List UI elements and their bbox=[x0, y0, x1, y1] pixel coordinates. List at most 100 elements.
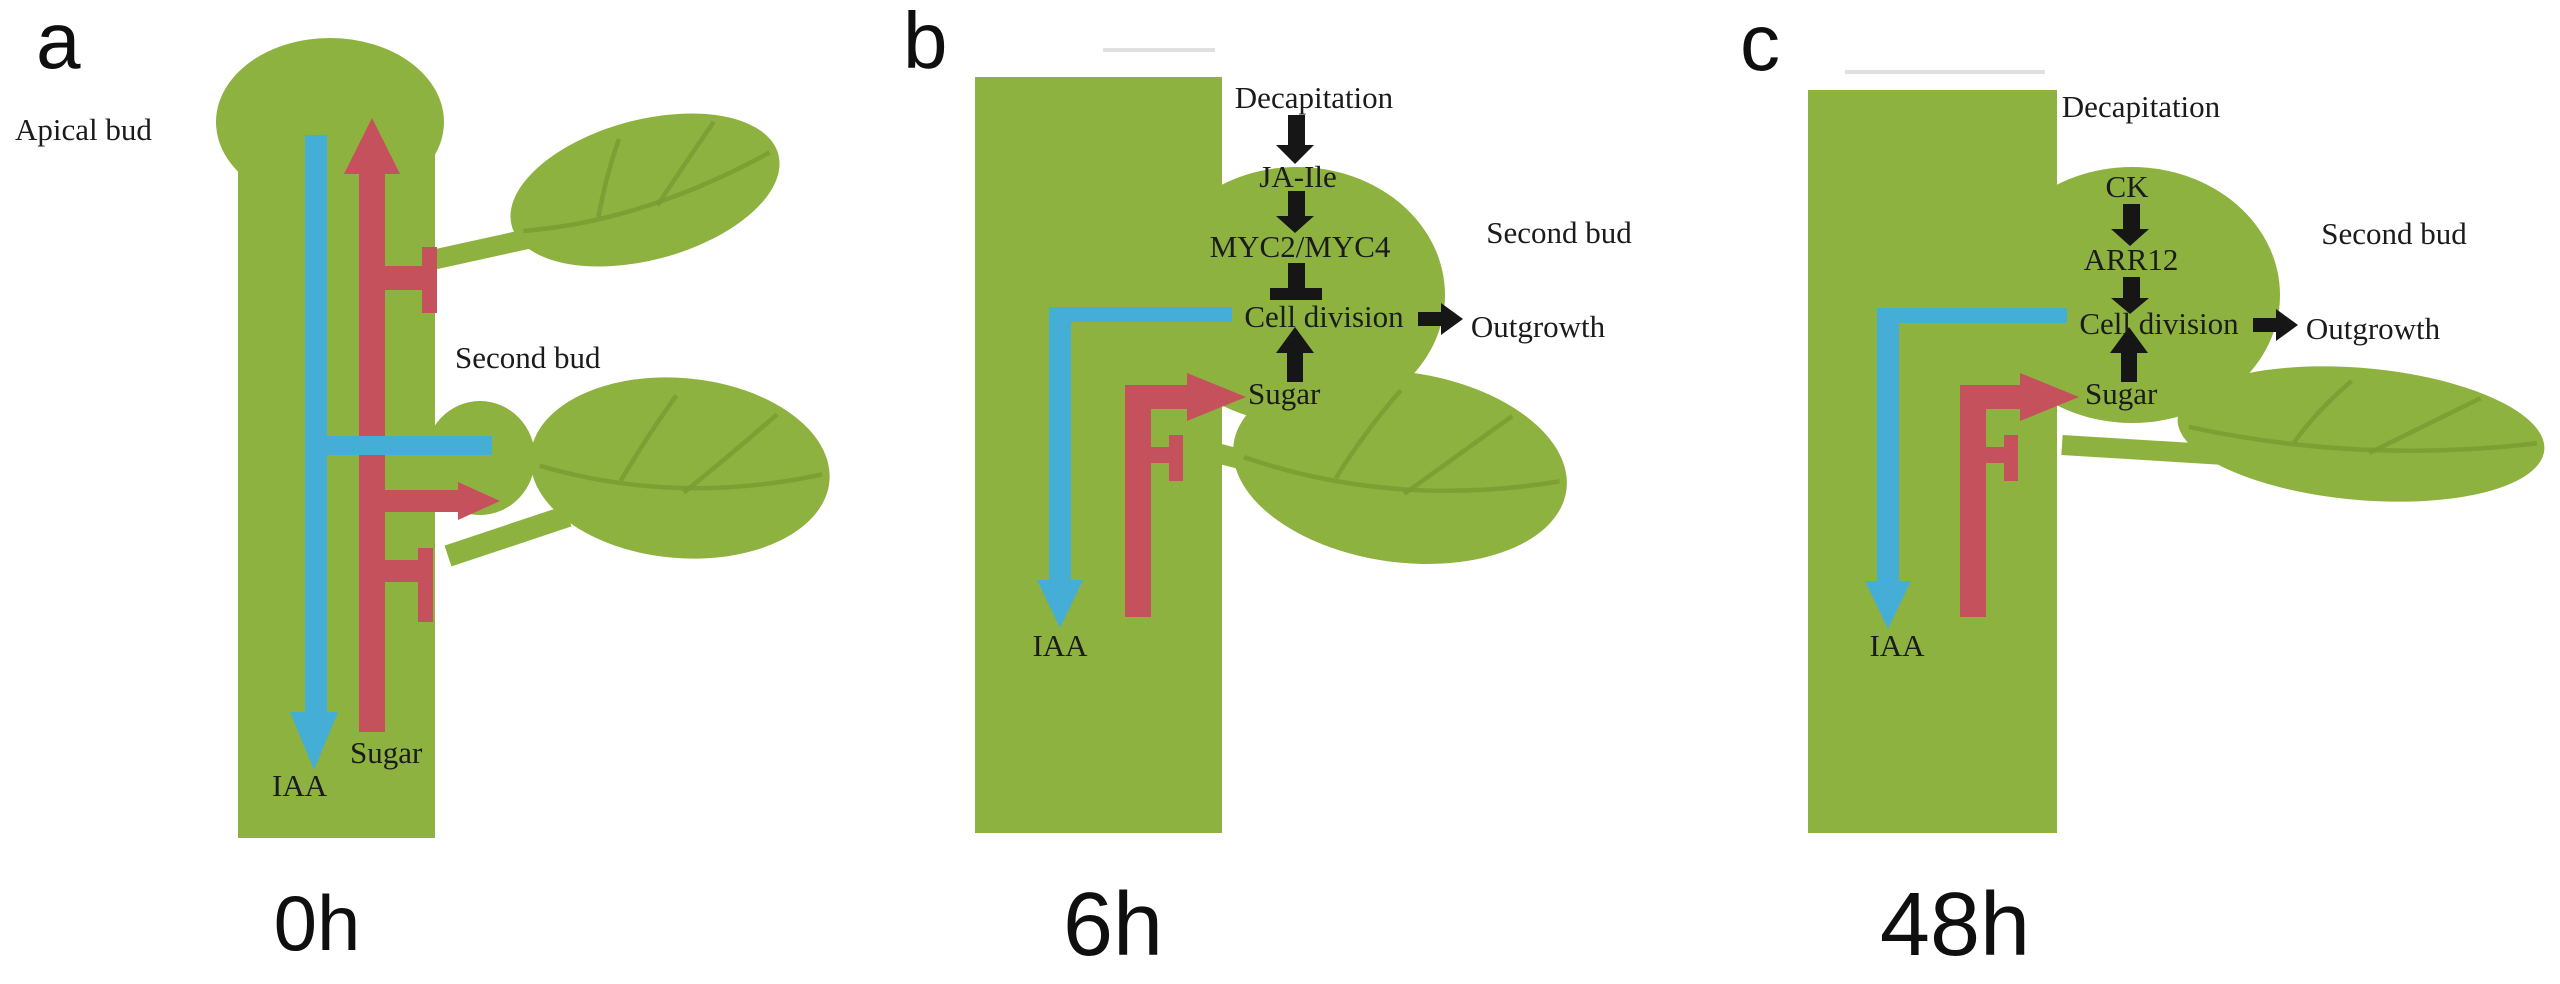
leaf-midrib-vein bbox=[2188, 424, 2538, 453]
sugar-branch-arrowhead bbox=[458, 482, 500, 520]
outgrowth-arrowhead bbox=[2276, 309, 2298, 341]
decapitation-label: Decapitation bbox=[1235, 80, 1394, 115]
time-label-b: 6h bbox=[1063, 875, 1163, 975]
activation-arrow-shaft bbox=[2123, 277, 2140, 299]
stem-shape bbox=[975, 77, 1222, 833]
sugar-up-arrowhead bbox=[344, 118, 400, 174]
sugar-to-celldivision-arrowhead bbox=[1276, 327, 1314, 353]
panel-a: a bbox=[15, 0, 830, 967]
auxin-flow-c bbox=[1865, 308, 2067, 629]
sugar-label: Sugar bbox=[1248, 376, 1321, 411]
outgrowth-arrowhead bbox=[1441, 303, 1463, 335]
petioles-a bbox=[429, 228, 572, 567]
sugar-stream bbox=[1125, 385, 1151, 617]
outgrowth-arrow-shaft bbox=[1418, 312, 1443, 326]
sugar-to-celldivision-shaft bbox=[2121, 351, 2137, 382]
sugar-branch-to-bud bbox=[385, 490, 458, 512]
auxin-branch-from-bud bbox=[1877, 308, 2067, 323]
panel-a-letter: a bbox=[36, 0, 81, 85]
leaf-side-vein bbox=[1333, 388, 1403, 480]
leaf-lower bbox=[530, 377, 830, 559]
signal2-label: MYC2/MYC4 bbox=[1210, 229, 1391, 264]
activation-arrowhead bbox=[2111, 298, 2149, 314]
apical-bud-label: Apical bud bbox=[15, 112, 152, 147]
auxin-stream bbox=[305, 135, 327, 715]
leaf bbox=[1233, 370, 1567, 564]
iaa-label: IAA bbox=[1032, 628, 1088, 663]
pathway-arrows-b bbox=[1270, 115, 1463, 382]
time-label-a: 0h bbox=[274, 879, 361, 967]
leaf-midrib-vein bbox=[539, 463, 823, 491]
sugar-blocked-bar bbox=[418, 548, 433, 622]
pathway-arrows-c bbox=[2110, 204, 2298, 382]
signal1-label: JA-Ile bbox=[1259, 159, 1336, 194]
iaa-label: IAA bbox=[272, 768, 328, 803]
auxin-down-arrowhead bbox=[1865, 581, 1911, 629]
inhibition-shaft bbox=[1288, 263, 1305, 289]
leaf-blade bbox=[530, 377, 830, 559]
outgrowth-label: Outgrowth bbox=[1471, 309, 1606, 344]
second-bud-label: Second bud bbox=[2321, 216, 2467, 251]
plant-a bbox=[216, 38, 535, 838]
inhibition-tbar bbox=[1270, 288, 1322, 300]
outgrowth-arrow-shaft bbox=[2253, 318, 2277, 332]
panel-c-letter: c bbox=[1740, 0, 1780, 87]
activation-arrowhead bbox=[2111, 229, 2149, 246]
sugar-blocked-bar bbox=[1169, 435, 1183, 481]
panel-b: b bbox=[903, 0, 1632, 975]
auxin-flow-b bbox=[1037, 307, 1232, 628]
decapitation-cut-mark bbox=[1845, 70, 2045, 74]
auxin-stream bbox=[1877, 308, 1899, 583]
sugar-arrowhead bbox=[2020, 373, 2079, 421]
decapitation-cut-mark bbox=[1103, 48, 1215, 52]
leaf-side-vein bbox=[655, 120, 716, 207]
leaf-blade bbox=[2177, 366, 2545, 502]
sugar-flow-c bbox=[1960, 373, 2079, 617]
sugar-blocked-bar bbox=[422, 247, 437, 313]
sugar-branch-stub bbox=[1986, 447, 2004, 463]
decapitation-label: Decapitation bbox=[2062, 89, 2221, 124]
petiole bbox=[2061, 435, 2226, 465]
sugar-label: Sugar bbox=[350, 735, 423, 770]
leaf bbox=[2177, 366, 2545, 502]
leaf-side-vein bbox=[2368, 396, 2482, 455]
signal2-label: ARR12 bbox=[2084, 242, 2179, 277]
activation-arrow-shaft bbox=[2123, 204, 2140, 230]
leaf-side-vein bbox=[682, 412, 779, 495]
outgrowth-label: Outgrowth bbox=[2306, 311, 2441, 346]
auxin-flow-a bbox=[290, 135, 492, 770]
leaf-blade bbox=[1233, 370, 1567, 564]
cell-division-label: Cell division bbox=[1244, 299, 1404, 334]
sugar-arrowhead bbox=[1187, 373, 1246, 421]
auxin-branch-from-bud bbox=[1049, 307, 1232, 322]
petiole-lower bbox=[444, 505, 572, 567]
sugar-label: Sugar bbox=[2085, 376, 2158, 411]
second-bud-label: Second bud bbox=[1486, 215, 1632, 250]
activation-arrow-shaft bbox=[1288, 115, 1305, 146]
leaf-upper bbox=[510, 113, 780, 267]
sugar-bend bbox=[1960, 385, 2020, 409]
sugar-blocked-bar bbox=[2004, 435, 2018, 481]
signal1-label: CK bbox=[2105, 169, 2149, 204]
leaf-side-vein bbox=[618, 394, 679, 483]
leaf-side-vein bbox=[1402, 414, 1514, 496]
time-label-c: 48h bbox=[1880, 875, 2030, 975]
sugar-branch-upper bbox=[385, 266, 422, 290]
sugar-to-celldivision-arrowhead bbox=[2110, 327, 2148, 353]
stem-shape bbox=[238, 140, 435, 838]
activation-arrowhead bbox=[1276, 216, 1314, 233]
iaa-label: IAA bbox=[1869, 628, 1925, 663]
leaf-midrib-vein bbox=[523, 150, 771, 234]
sugar-bend bbox=[1125, 385, 1187, 409]
cell-division-label: Cell division bbox=[2079, 306, 2239, 341]
leaf-blade bbox=[510, 113, 780, 267]
sugar-branch-lower bbox=[385, 560, 418, 582]
stem-shape bbox=[1808, 90, 2057, 833]
auxin-branch-to-bud bbox=[327, 436, 492, 455]
leaf-side-vein bbox=[596, 138, 622, 218]
sugar-flow-a bbox=[344, 118, 500, 732]
auxin-down-arrowhead bbox=[290, 712, 338, 770]
activation-arrowhead bbox=[1276, 145, 1314, 164]
